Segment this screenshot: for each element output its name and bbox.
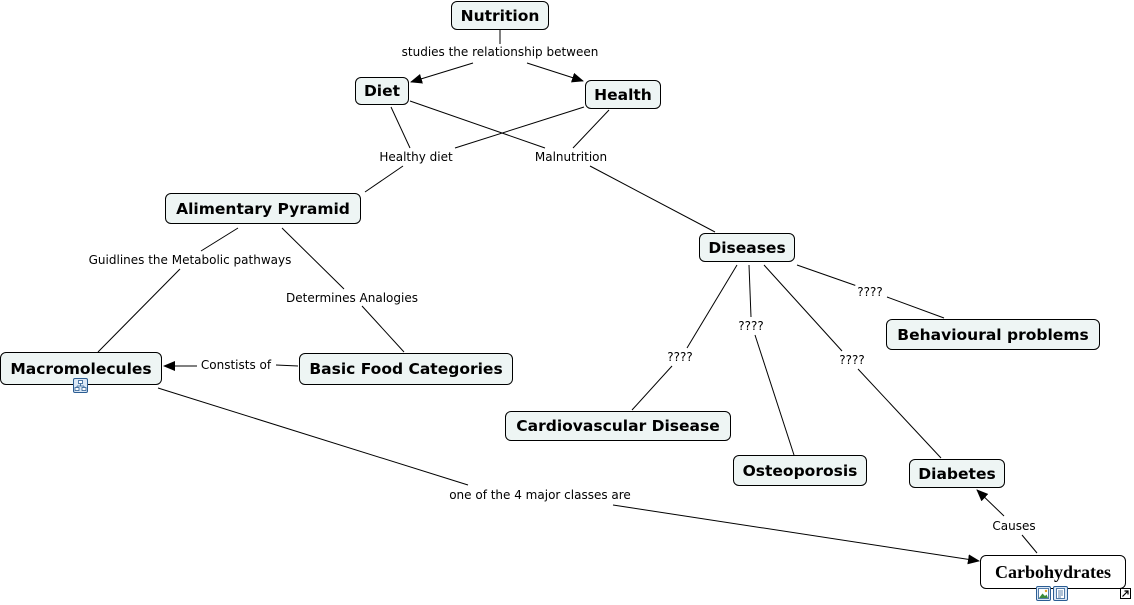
link-label-studies: studies the relationship between [399,45,601,59]
line-diet-healthy [390,106,411,149]
node-basic-food-categories[interactable]: Basic Food Categories [299,353,513,385]
line-guidelines-macro [97,268,181,353]
node-label: Diet [363,82,401,100]
line-diseases-q4 [763,264,843,352]
concept-map-icon[interactable] [73,378,88,393]
line-pyramid-guidelines [200,227,239,252]
line-q1-behavioural [886,296,945,319]
node-diet[interactable]: Diet [355,77,409,105]
expand-arrow-icon[interactable] [1120,588,1131,599]
document-icon[interactable] [1053,586,1068,601]
node-alimentary-pyramid[interactable]: Alimentary Pyramid [165,193,361,224]
node-osteoporosis[interactable]: Osteoporosis [733,455,867,486]
node-label: Macromolecules [10,359,152,378]
line-carbs-causes [1021,534,1038,554]
node-label: Health [594,85,652,104]
node-label: Cardiovascular Disease [516,417,720,435]
node-label: Diseases [708,238,786,257]
line-q4-diabetes [857,368,942,459]
line-health-healthy [454,106,585,149]
line-diseases-q3 [748,264,752,318]
node-behavioural-problems[interactable]: Behavioural problems [886,319,1100,350]
line-determines-basic [361,305,405,353]
link-label-causes: Causes [990,519,1038,533]
line-basic-consists [275,364,299,367]
node-label: Basic Food Categories [309,360,503,378]
link-label-q-osteo: ???? [736,319,766,333]
node-cardiovascular-disease[interactable]: Cardiovascular Disease [505,411,731,441]
arrow-causes-diabetes [976,489,1005,517]
node-diabetes[interactable]: Diabetes [909,459,1005,488]
link-label-q-diabetes: ???? [837,353,867,367]
node-diseases[interactable]: Diseases [699,233,795,262]
link-label-major-classes: one of the 4 major classes are [447,488,633,502]
line-diseases-q2 [686,264,738,349]
line-macro-classes [157,387,469,486]
line-q3-osteo [754,334,795,456]
node-label: Carbohydrates [995,561,1111,582]
link-label-q-behavioural: ???? [855,285,885,299]
node-label: Nutrition [460,6,540,25]
link-label-malnutrition: Malnutrition [532,150,610,164]
image-icon[interactable] [1036,586,1051,601]
line-q2-cardio [631,365,673,411]
link-label-healthy-diet: Healthy diet [377,150,455,164]
link-label-q-cardio: ???? [665,350,695,364]
node-nutrition[interactable]: Nutrition [451,1,549,30]
arrow-classes-carbs [612,504,980,565]
line-diseases-q1 [796,264,858,287]
node-label: Osteoporosis [742,461,858,480]
node-health[interactable]: Health [585,80,661,109]
line-pyramid-determines [281,227,345,290]
line-healthy-pyramid [364,165,404,193]
arrow-studies-diet [410,62,474,84]
link-label-guidelines: Guidlines the Metabolic pathways [86,253,294,267]
node-carbohydrates[interactable]: Carbohydrates [980,555,1126,589]
line-health-malnutrition [572,109,610,149]
node-macromolecules[interactable]: Macromolecules [0,352,162,385]
line-malnutrition-diseases [589,165,716,233]
node-label: Alimentary Pyramid [176,199,350,218]
link-label-determines: Determines Analogies [284,291,420,305]
node-label: Behavioural problems [897,325,1089,344]
arrow-studies-health [526,62,584,83]
line-diet-malnutrition [409,100,546,149]
link-label-consists: Constists of [198,358,274,372]
node-label: Diabetes [918,464,996,483]
